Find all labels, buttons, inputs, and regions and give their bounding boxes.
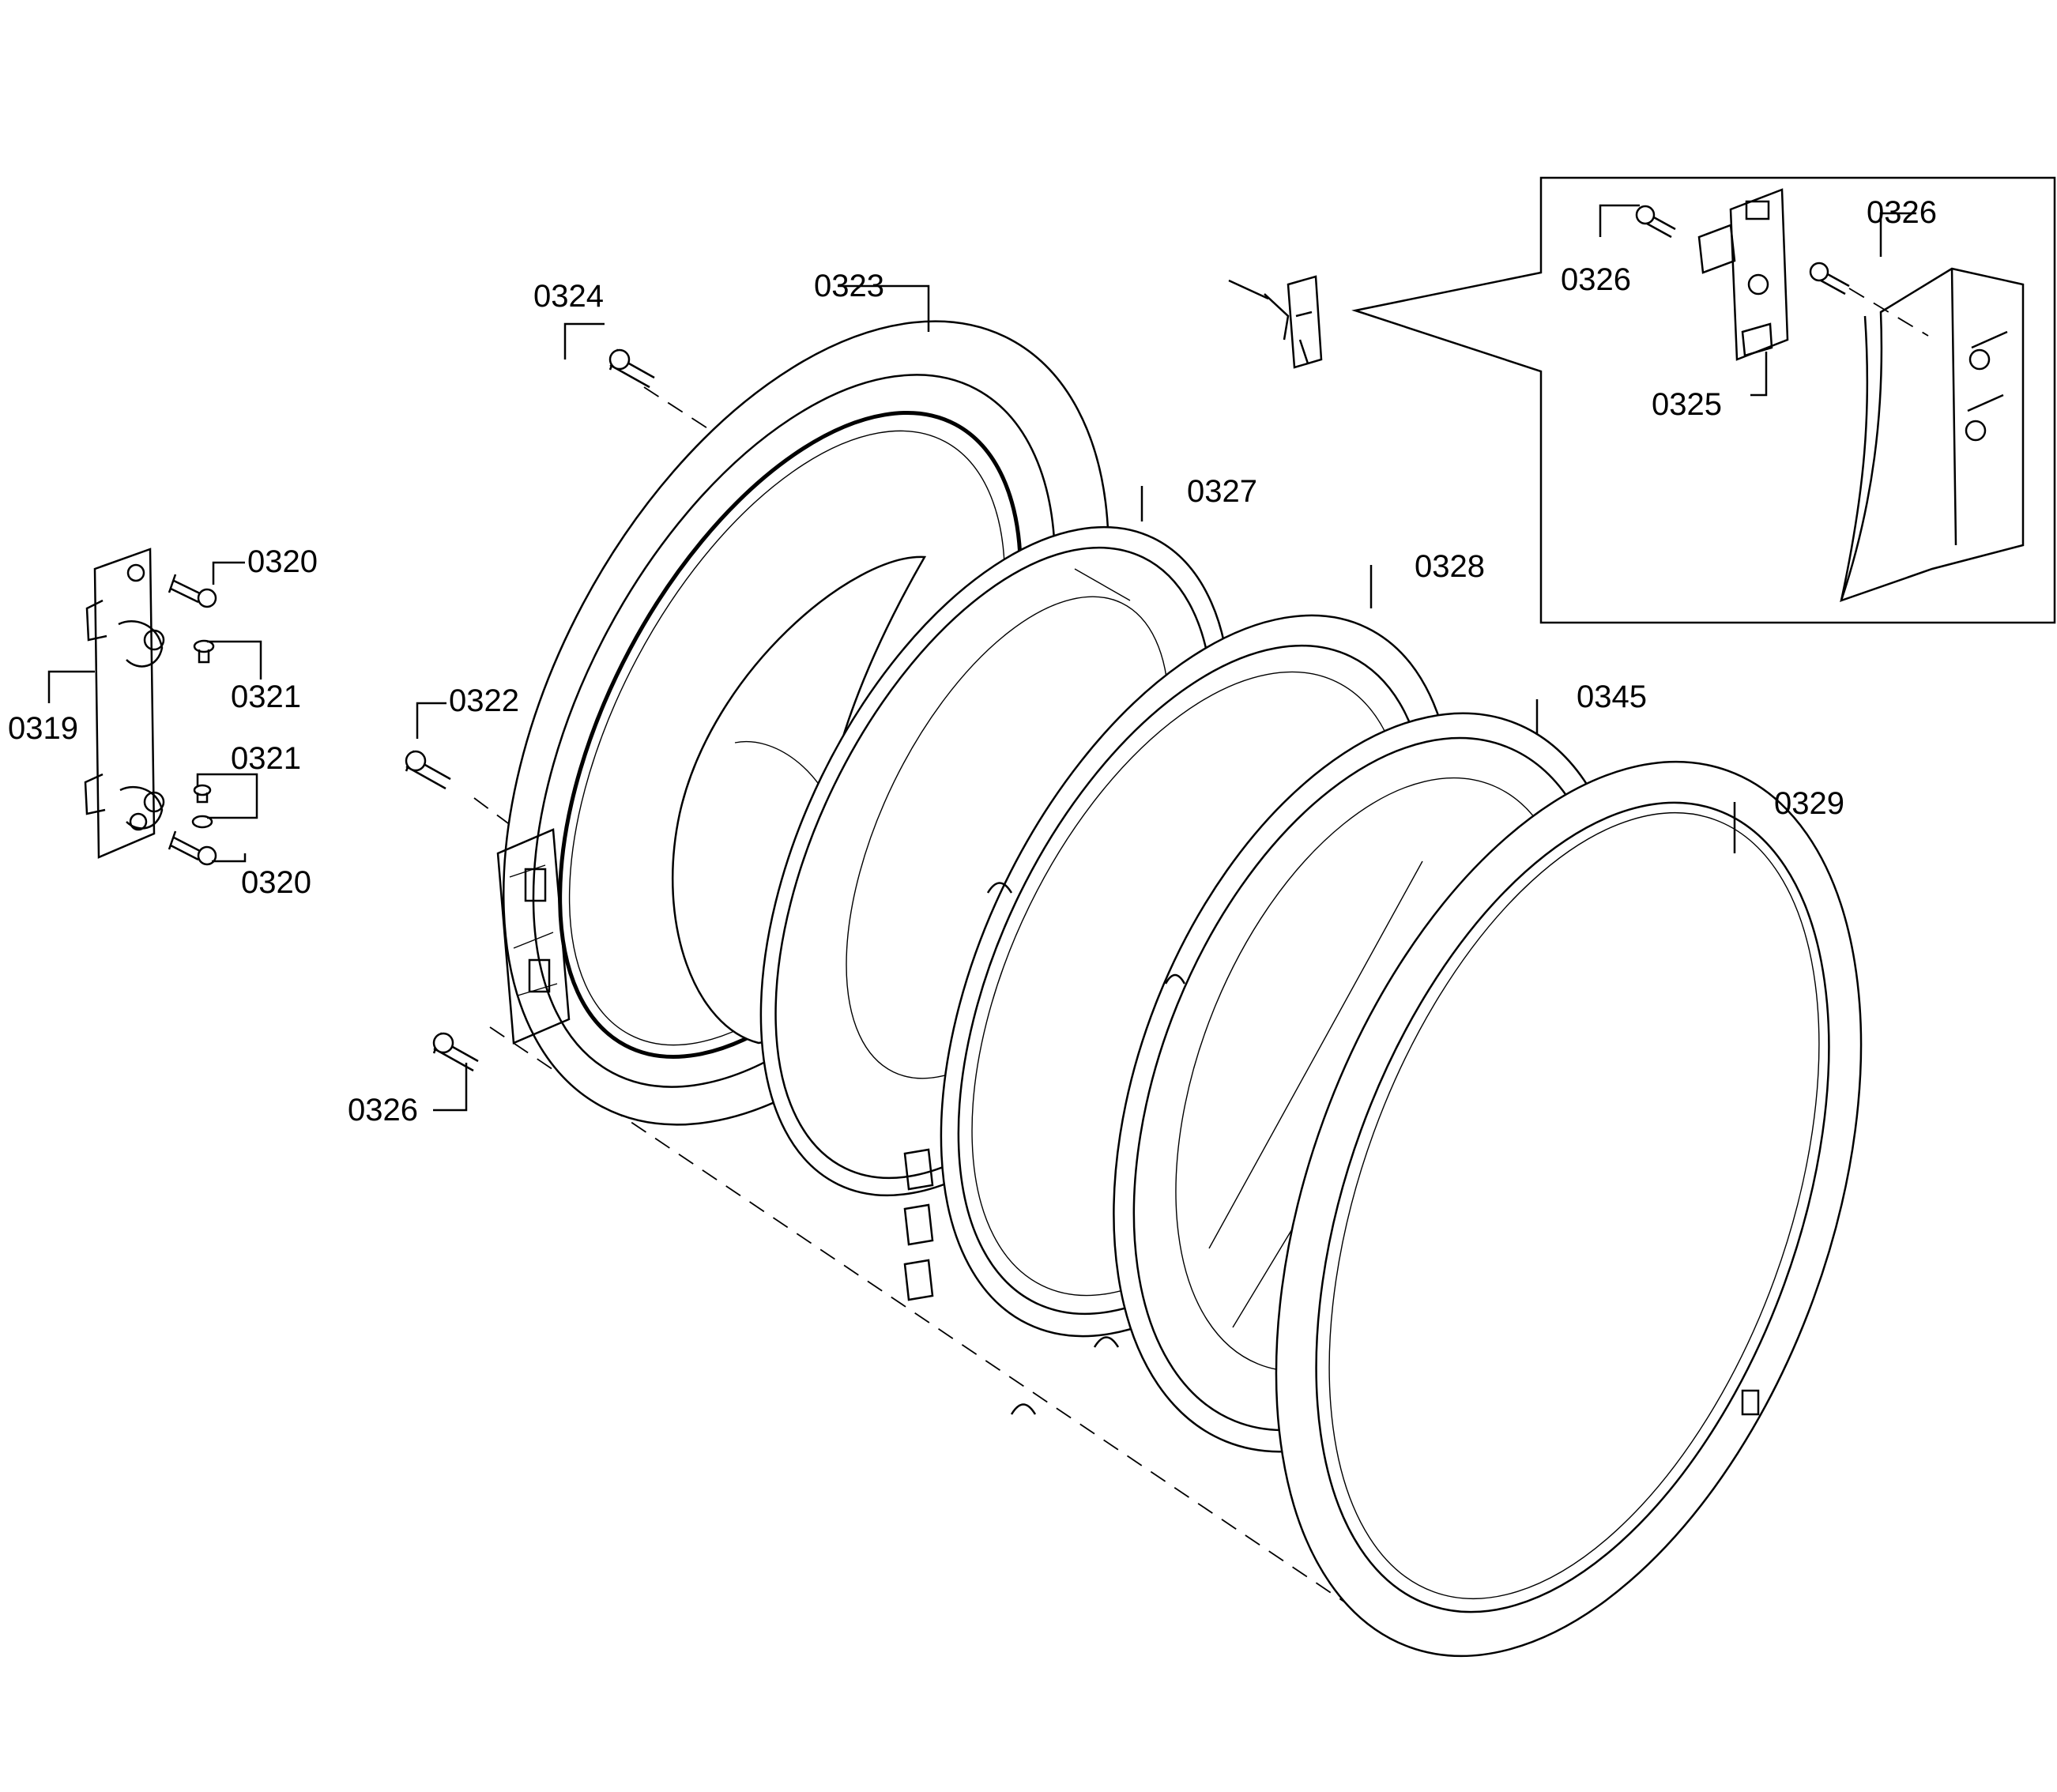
latch-small — [1228, 275, 1323, 369]
detail-inset — [1351, 176, 2056, 624]
screw-0320-lower — [168, 830, 217, 866]
washer-0321-lower — [191, 784, 213, 829]
inset-door-edge — [1840, 267, 2025, 603]
leader-lines — [47, 204, 1916, 1112]
label-0322: 0322 — [449, 683, 519, 718]
part-0319-hinge — [84, 548, 165, 859]
screw-0320-upper — [168, 574, 217, 608]
screw-0326-left — [432, 1032, 479, 1072]
label-0327: 0327 — [1187, 474, 1257, 509]
inset-screw-right — [1809, 262, 1850, 296]
label-0326-left: 0326 — [348, 1093, 418, 1128]
washer-0321-upper — [193, 639, 215, 664]
label-0319: 0319 — [8, 711, 78, 746]
label-0325: 0325 — [1652, 387, 1722, 422]
label-0324: 0324 — [533, 279, 604, 314]
label-0326-inset-left: 0326 — [1561, 262, 1631, 297]
label-0323: 0323 — [814, 269, 884, 303]
part-0329-front-ring — [1275, 760, 1863, 1658]
label-0320-upper: 0320 — [247, 544, 318, 579]
label-0320-lower: 0320 — [241, 865, 311, 900]
label-0326-inset-right: 0326 — [1867, 195, 1937, 230]
label-0321-upper: 0321 — [231, 680, 301, 714]
label-0329: 0329 — [1774, 786, 1844, 821]
label-0328: 0328 — [1415, 549, 1485, 584]
hinge-fasteners — [168, 574, 217, 866]
inset-latch-bracket — [1697, 188, 1789, 361]
screw-0324 — [608, 348, 655, 389]
screw-0322 — [405, 750, 451, 790]
label-0345: 0345 — [1577, 680, 1647, 714]
inset-screw-left — [1635, 205, 1676, 239]
label-0321-lower: 0321 — [231, 741, 301, 776]
part-labels: 0324 0323 0327 0328 0345 0329 0322 0326 … — [8, 195, 1937, 1128]
